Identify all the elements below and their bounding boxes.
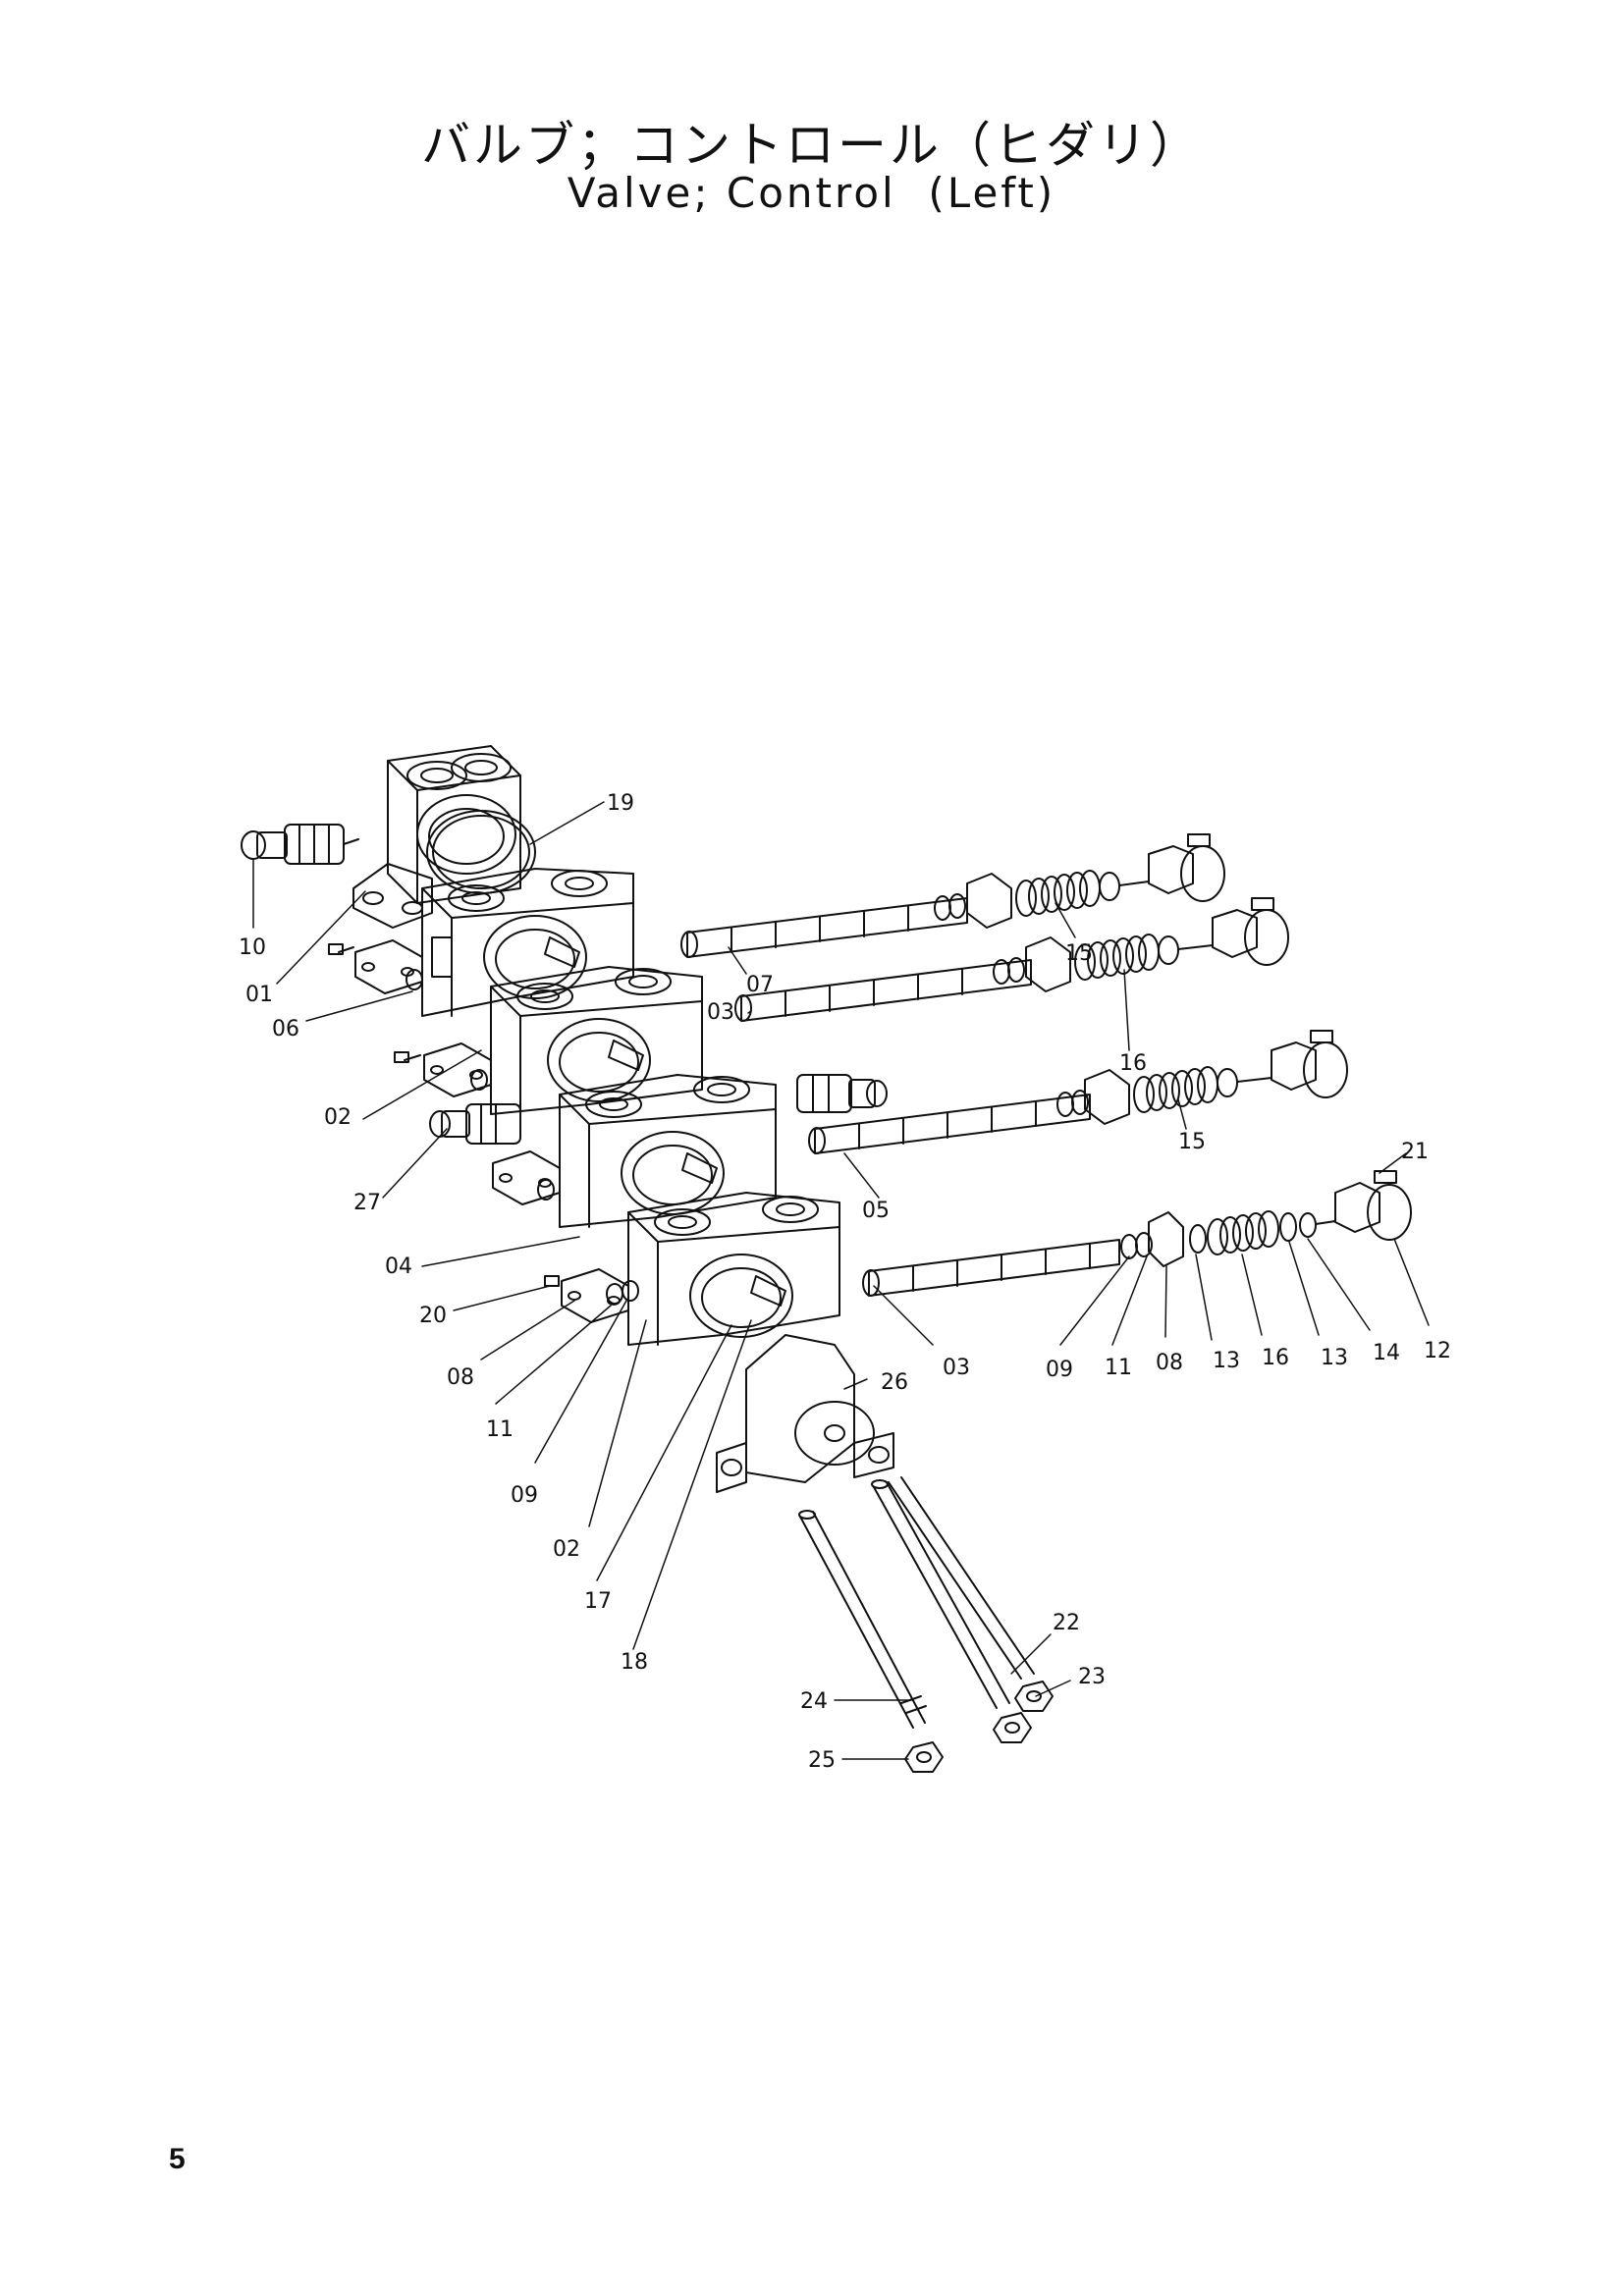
section-2-side-cover — [328, 939, 423, 994]
callout-11-left: 11 — [486, 1417, 514, 1442]
callout-05: 05 — [862, 1199, 890, 1223]
callout-16-lower: 16 — [1262, 1346, 1289, 1370]
spool-assembly-2 — [734, 897, 1289, 1022]
callout-16-upper: 16 — [1119, 1051, 1147, 1076]
section-4-side-cover — [492, 1150, 561, 1205]
callout-03-lower: 03 — [943, 1356, 970, 1380]
callout-04: 04 — [385, 1255, 412, 1279]
nut-part-25 — [904, 1741, 944, 1773]
relief-valve-part-27 — [429, 1103, 521, 1145]
o-ring-part-19 — [426, 810, 536, 894]
callout-17: 17 — [584, 1589, 612, 1614]
page-title-japanese: バルブ；コントロール（ヒダリ） — [421, 117, 1202, 174]
callout-14: 14 — [1373, 1341, 1400, 1365]
nut-part-23-b — [1014, 1681, 1054, 1712]
callout-02-lower: 02 — [553, 1537, 580, 1562]
callout-26: 26 — [881, 1370, 908, 1395]
callout-08-right: 08 — [1156, 1351, 1183, 1375]
relief-valve-upper-right — [796, 1074, 888, 1113]
page-title-english: Valve; Control (Left) — [567, 169, 1056, 217]
spool-assembly-1 — [680, 833, 1225, 958]
callout-07: 07 — [746, 973, 774, 997]
callout-15-lower: 15 — [1178, 1130, 1206, 1154]
callout-01: 01 — [245, 983, 273, 1007]
callout-09-left: 09 — [511, 1483, 538, 1508]
callout-leader-lines — [252, 801, 1430, 1760]
callout-10: 10 — [239, 935, 266, 960]
callout-02-upper: 02 — [324, 1105, 352, 1130]
section-5-side-cover-part-08 — [544, 1268, 639, 1323]
relief-valve-part-10 — [241, 824, 359, 865]
callout-27: 27 — [353, 1191, 381, 1215]
valve-body-section-4 — [559, 1074, 777, 1228]
callout-09-right: 09 — [1046, 1358, 1073, 1382]
callout-12: 12 — [1424, 1339, 1451, 1363]
page-number: 5 — [169, 2143, 186, 2175]
callout-03-upper: 03 — [707, 1000, 734, 1025]
nut-part-23-a — [993, 1712, 1032, 1743]
callout-18: 18 — [621, 1650, 648, 1675]
callout-20: 20 — [419, 1304, 447, 1328]
callout-25: 25 — [808, 1748, 836, 1773]
valve-body-section-2 — [421, 868, 634, 1017]
callout-23: 23 — [1078, 1665, 1106, 1689]
tie-bolt-part-22-b — [888, 1476, 1035, 1680]
callout-24: 24 — [800, 1689, 828, 1714]
valve-body-section-inlet — [352, 745, 521, 929]
spool-assembly-3 — [808, 1030, 1348, 1154]
valve-body-section-3 — [490, 966, 703, 1115]
callout-15-upper: 15 — [1065, 941, 1093, 966]
section-3-side-cover — [394, 1042, 492, 1097]
spool-assembly-4 — [862, 1170, 1412, 1297]
callout-22: 22 — [1053, 1611, 1080, 1635]
callout-08-left: 08 — [447, 1365, 474, 1390]
callout-11-right: 11 — [1105, 1356, 1132, 1380]
callout-21: 21 — [1401, 1140, 1429, 1164]
tie-bolt-part-24 — [798, 1510, 927, 1729]
callout-labels: 19 10 01 06 07 15 03 16 02 27 05 15 21 0… — [239, 791, 1451, 1773]
callout-13-second: 13 — [1321, 1346, 1348, 1370]
callout-13-first: 13 — [1213, 1349, 1240, 1373]
tie-bolt-part-22-a — [871, 1479, 1010, 1709]
callout-19: 19 — [607, 791, 634, 816]
end-cover-part-26 — [716, 1334, 894, 1493]
valve-body-section-5 — [627, 1192, 840, 1346]
callout-06: 06 — [272, 1017, 299, 1041]
